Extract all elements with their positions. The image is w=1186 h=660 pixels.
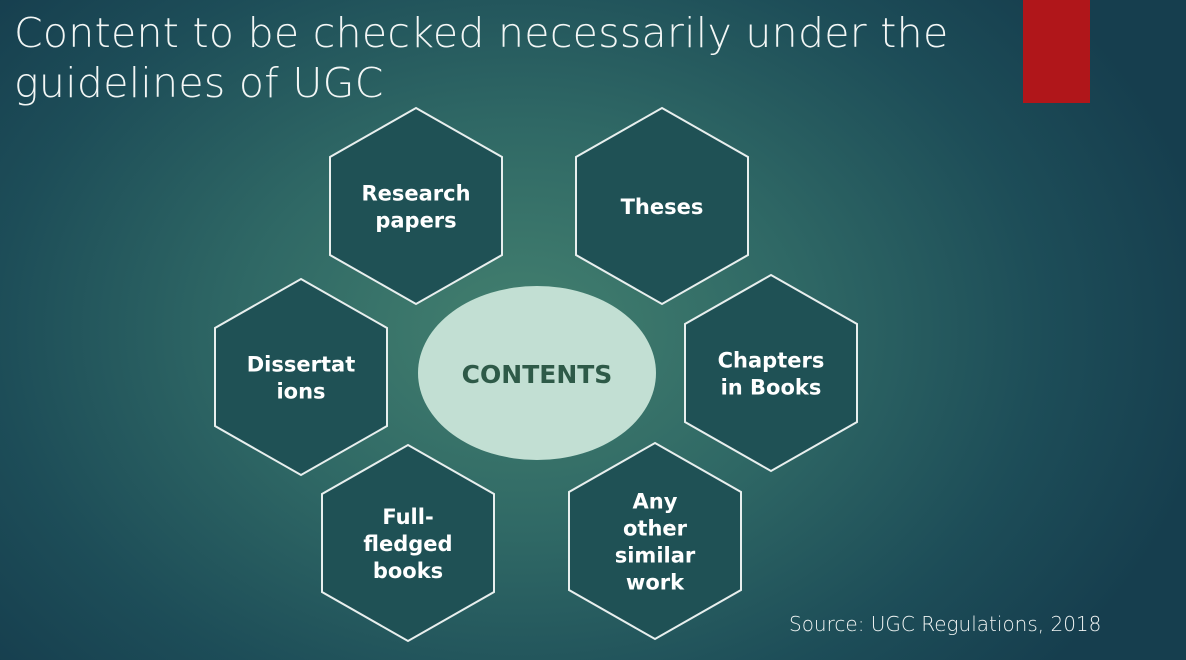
hexagon-label: Any [633,490,678,514]
hexagon-label: fledged [363,532,452,556]
hexagon-shape [568,441,742,641]
hexagon-label: ions [276,380,325,404]
accent-bar [1023,0,1090,103]
hexagon-label: in Books [721,376,822,400]
hexagon-label: Research [361,182,470,206]
hexagon-label: work [626,571,685,595]
center-label: CONTENTS [462,360,613,389]
hexagon-shape [575,106,749,306]
hexagon-label: similar [615,544,696,568]
hexagon-label: Dissertat [247,353,355,377]
center-ellipse [418,286,656,460]
hexagon-shape [321,443,495,643]
hexagon-research-papers: Research papers [329,106,503,306]
hexagon-label: Chapters [718,349,825,373]
hexagon-label: books [373,559,443,583]
source-citation: Source: UGC Regulations, 2018 [789,612,1102,636]
hexagon-any-other-similar-work: Any other similar work [568,441,742,641]
hexagon-label: Theses [621,195,704,219]
hexagon-dissertations: Dissertat ions [214,277,388,477]
hexagon-shape [329,106,503,306]
hexagon-shape [684,273,858,473]
hexagon-label: other [623,517,688,541]
hexagon-label: papers [375,209,456,233]
hexagon-label: Full- [382,505,433,529]
hexagon-full-fledged-books: Full-fledged books [321,443,495,643]
hexagon-shape [214,277,388,477]
slide-title: Content to be checked necessarily under … [14,9,949,107]
hexagon-theses: Theses [575,106,749,306]
hexagon-chapters-in-books: Chapters in Books [684,273,858,473]
